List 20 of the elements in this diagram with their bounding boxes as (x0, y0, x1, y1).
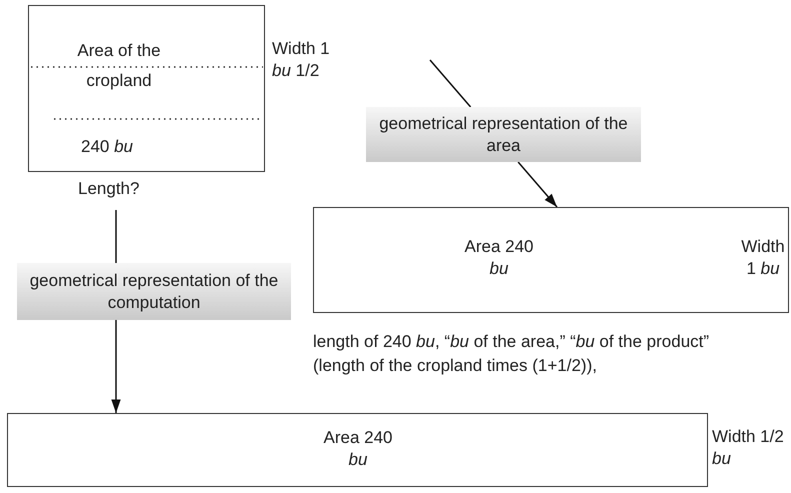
arrow (518, 162, 558, 208)
side-label: Width 1/2 bu (712, 426, 785, 470)
node-text: Area 240 bu (322, 427, 394, 471)
cropland-rectangle (28, 5, 265, 172)
connector-line (429, 60, 472, 108)
node-text: 240 bu (81, 136, 134, 158)
area-rectangle (313, 207, 789, 313)
representation-label (17, 263, 291, 320)
side-label: Width 1 bu 1/2 (272, 38, 331, 82)
product-rectangle (7, 413, 708, 487)
node-text: Width 1 bu (740, 236, 786, 280)
connector-line (115, 210, 117, 263)
node-text: Area of the cropland (76, 40, 162, 92)
label-text: geometrical representation of the area (378, 112, 628, 156)
representation-label (366, 107, 641, 162)
node-text: Area 240 bu (464, 236, 534, 280)
side-label: Length? (78, 178, 140, 200)
arrow (111, 320, 121, 413)
label-text: geometrical representation of the computation (29, 270, 279, 314)
note-text: length of 240 bu, “bu of the area,” “bu of the product” (length of the cropland times (1+1/2)), (313, 331, 710, 377)
